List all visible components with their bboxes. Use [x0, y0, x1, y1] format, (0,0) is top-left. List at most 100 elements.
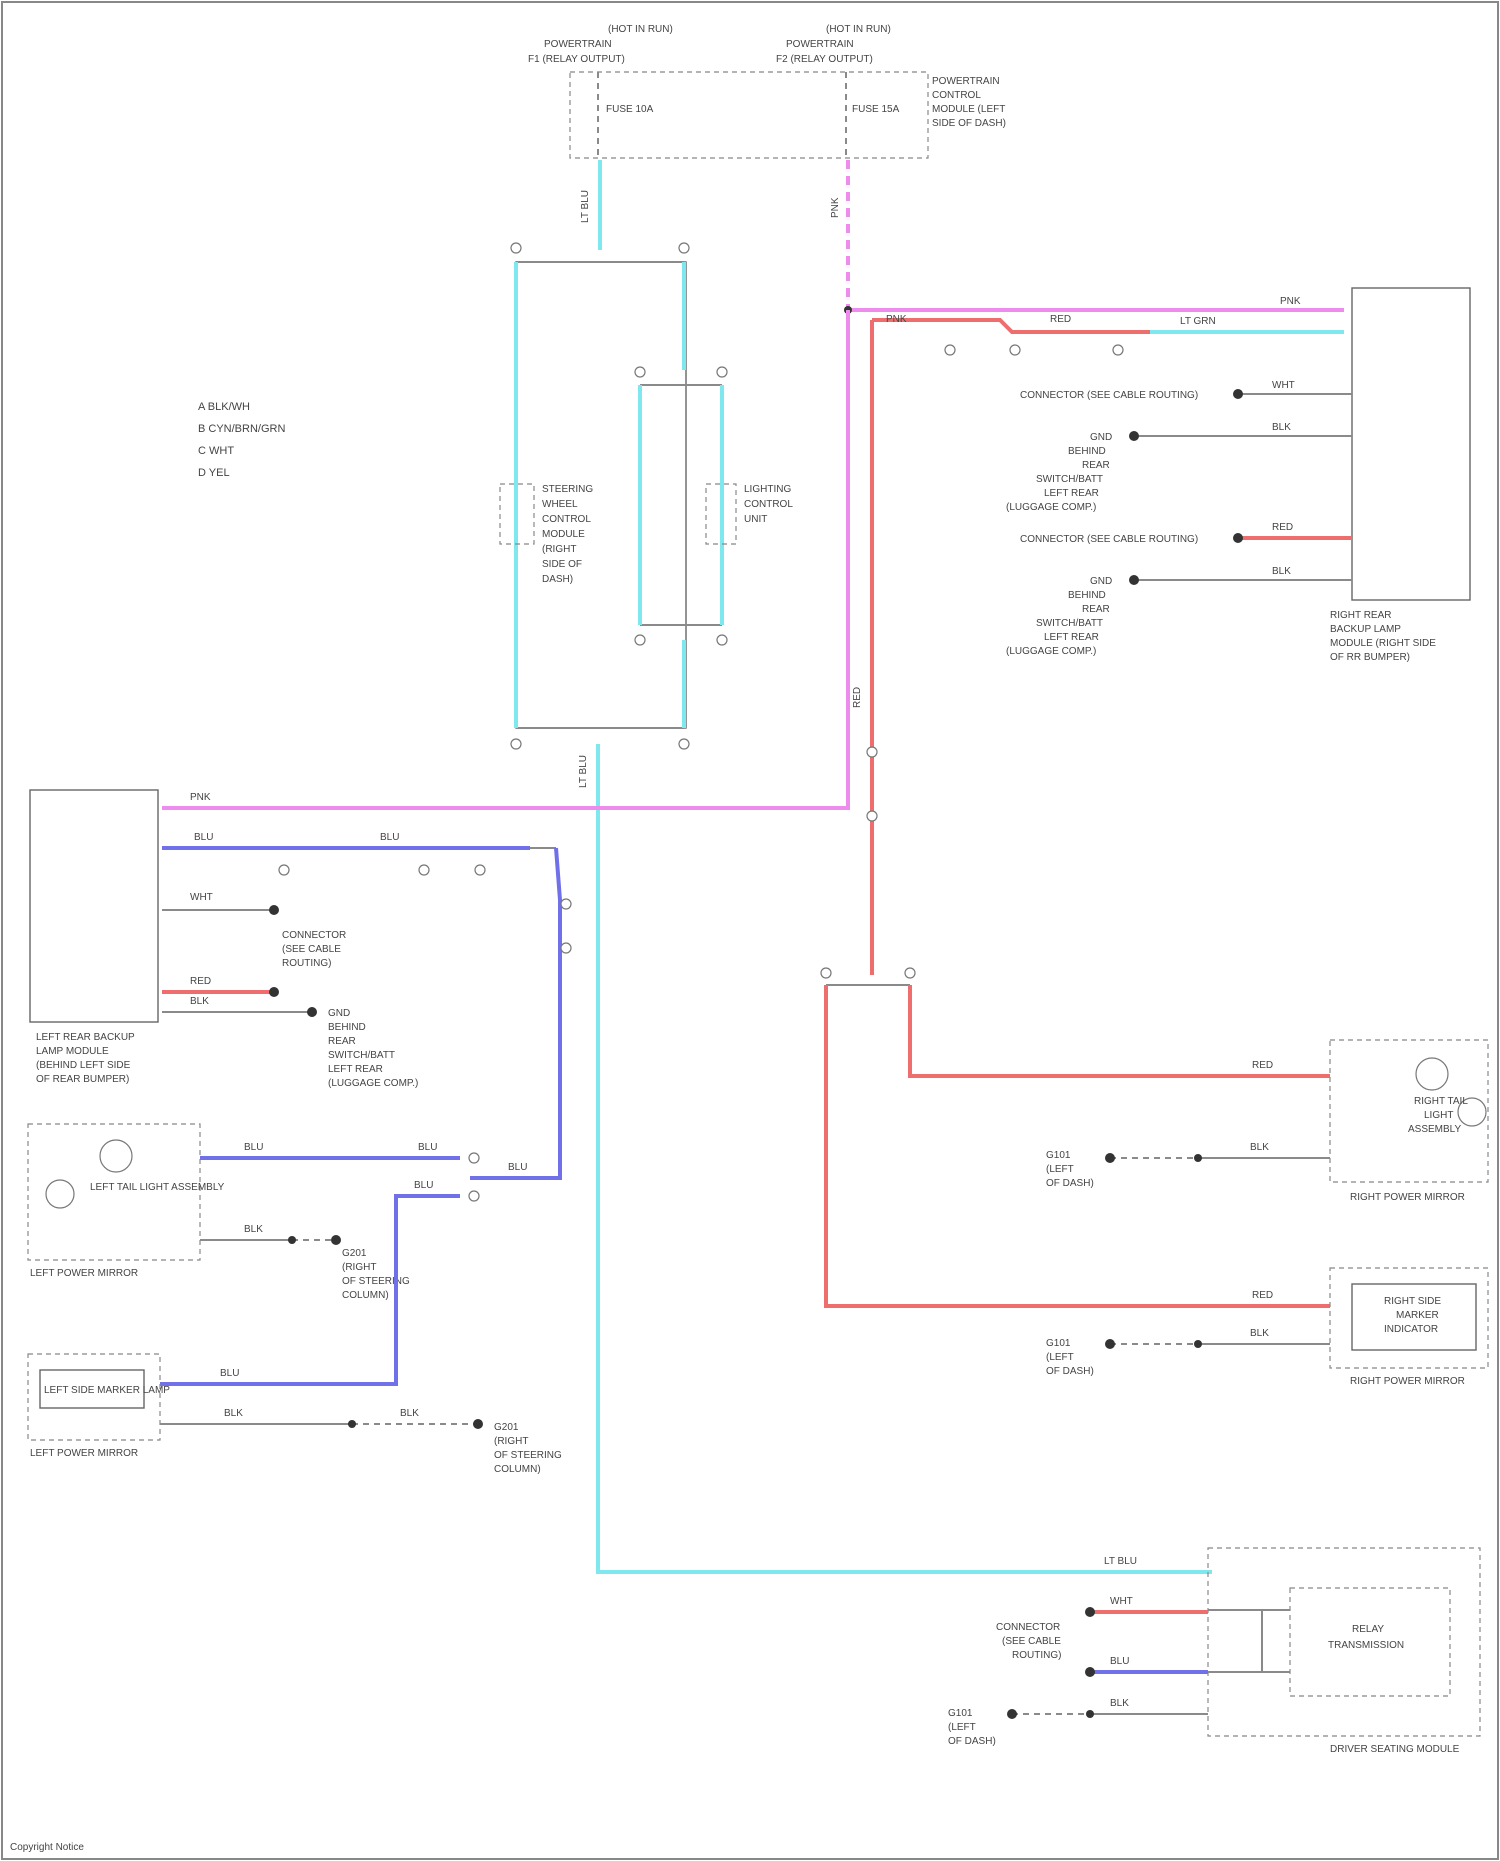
label: CONNECTOR — [282, 930, 346, 941]
top-right-line1: (HOT IN RUN) — [826, 24, 891, 35]
label: BLU — [380, 832, 399, 843]
pcm-label-3: MODULE (LEFT — [932, 104, 1005, 115]
label: BLK — [190, 996, 209, 1007]
label: (RIGHT — [342, 1262, 376, 1273]
scm-label-3: CONTROL — [542, 514, 591, 525]
connector-pin — [419, 865, 429, 875]
label: OF STEERING — [494, 1450, 562, 1461]
top-left-line1: (HOT IN RUN) — [608, 24, 673, 35]
dsm-inner-2: TRANSMISSION — [1328, 1640, 1404, 1651]
rr-label-1: RIGHT REAR — [1330, 610, 1392, 621]
connector-pin — [269, 905, 279, 915]
lmarker-caption: LEFT POWER MIRROR — [30, 1448, 138, 1459]
label: BLU — [414, 1180, 433, 1191]
connector-pin — [1105, 1339, 1115, 1349]
label: OF STEERING — [342, 1276, 410, 1287]
label: G101 — [1046, 1150, 1071, 1161]
rmarker-label-2: MARKER — [1396, 1310, 1439, 1321]
label: PNK — [190, 792, 211, 803]
connector-pin — [1113, 345, 1123, 355]
label: PNK — [1280, 296, 1301, 307]
connector-pin — [1416, 1058, 1448, 1090]
scm-label-7: DASH) — [542, 574, 573, 585]
rtail-label-3: ASSEMBLY — [1408, 1124, 1461, 1135]
fuse-right: FUSE 15A — [852, 104, 900, 115]
top-right-line3: F2 (RELAY OUTPUT) — [776, 54, 873, 65]
label: G101 — [948, 1708, 973, 1719]
pcm-label-2: CONTROL — [932, 90, 981, 101]
fuse-left: FUSE 10A — [606, 104, 654, 115]
label: OF DASH) — [1046, 1178, 1094, 1189]
label: BLK — [224, 1408, 243, 1419]
connector-pin — [1007, 1709, 1017, 1719]
lcu-label-3: UNIT — [744, 514, 767, 525]
label: BLU — [244, 1142, 263, 1153]
connector-pin — [635, 367, 645, 377]
label: (SEE CABLE — [282, 944, 341, 955]
label: COLUMN) — [494, 1464, 541, 1475]
rmarker-label-1: RIGHT SIDE — [1384, 1296, 1441, 1307]
connector-pin — [1233, 389, 1243, 399]
pcm-label-4: SIDE OF DASH) — [932, 118, 1006, 129]
legend-item-a: A BLK/WH — [198, 401, 250, 413]
label: BEHIND — [1068, 590, 1106, 601]
label: BLU — [220, 1368, 239, 1379]
label: GND — [1090, 576, 1112, 587]
lr-label-1: LEFT REAR BACKUP — [36, 1032, 135, 1043]
top-left-line2: POWERTRAIN — [544, 39, 612, 50]
label: BLK — [400, 1408, 419, 1419]
connector-pin — [307, 1007, 317, 1017]
label: BLK — [1250, 1328, 1269, 1339]
label: RED — [1252, 1290, 1273, 1301]
connector-pin — [635, 635, 645, 645]
legend-item-b: B CYN/BRN/GRN — [198, 423, 285, 435]
label: LT GRN — [1180, 316, 1216, 327]
label: LEFT REAR — [1044, 488, 1099, 499]
label: (LEFT — [948, 1722, 976, 1733]
label: (LUGGAGE COMP.) — [1006, 502, 1096, 513]
label: BLK — [1250, 1142, 1269, 1153]
lcu-label-2: CONTROL — [744, 499, 793, 510]
ltail-caption: LEFT POWER MIRROR — [30, 1268, 138, 1279]
label: LEFT REAR — [1044, 632, 1099, 643]
label: BLU — [194, 832, 213, 843]
label: BLK — [1272, 566, 1291, 577]
connector-pin — [473, 1419, 483, 1429]
connector-pin — [717, 367, 727, 377]
rtail-caption: RIGHT POWER MIRROR — [1350, 1192, 1465, 1203]
lr-label-3: (BEHIND LEFT SIDE — [36, 1060, 131, 1071]
label: BLU — [418, 1142, 437, 1153]
connector-pin — [1129, 575, 1139, 585]
label: BLK — [1110, 1698, 1129, 1709]
top-right-line2: POWERTRAIN — [786, 39, 854, 50]
label: REAR — [328, 1036, 356, 1047]
connector-pin — [469, 1153, 479, 1163]
label: GND — [1090, 432, 1112, 443]
rr-feed-1: CONNECTOR (SEE CABLE ROUTING) — [1020, 390, 1198, 401]
rmarker-caption: RIGHT POWER MIRROR — [1350, 1376, 1465, 1387]
label: LT BLU — [578, 755, 589, 788]
rr-label-4: OF RR BUMPER) — [1330, 652, 1410, 663]
top-left-line3: F1 (RELAY OUTPUT) — [528, 54, 625, 65]
connector-pin — [1194, 1154, 1202, 1162]
label: BLU — [508, 1162, 527, 1173]
label: BLK — [1272, 422, 1291, 433]
connector-pin — [717, 635, 727, 645]
scm-label-1: STEERING — [542, 484, 593, 495]
connector-pin — [867, 811, 877, 821]
label: WHT — [190, 892, 213, 903]
label: (LUGGAGE COMP.) — [328, 1078, 418, 1089]
label: LT BLU — [1104, 1556, 1137, 1567]
connector-pin — [511, 243, 521, 253]
ltail-label: LEFT TAIL LIGHT ASSEMBLY — [90, 1182, 225, 1193]
label: GND — [328, 1008, 350, 1019]
label: (LUGGAGE COMP.) — [1006, 646, 1096, 657]
connector-pin — [1086, 1710, 1094, 1718]
connector-pin — [1010, 345, 1020, 355]
label: SWITCH/BATT — [328, 1050, 395, 1061]
connector-pin — [348, 1420, 356, 1428]
pcm-label-1: POWERTRAIN — [932, 76, 1000, 87]
label: LT BLU — [580, 190, 591, 223]
label: OF DASH) — [948, 1736, 996, 1747]
